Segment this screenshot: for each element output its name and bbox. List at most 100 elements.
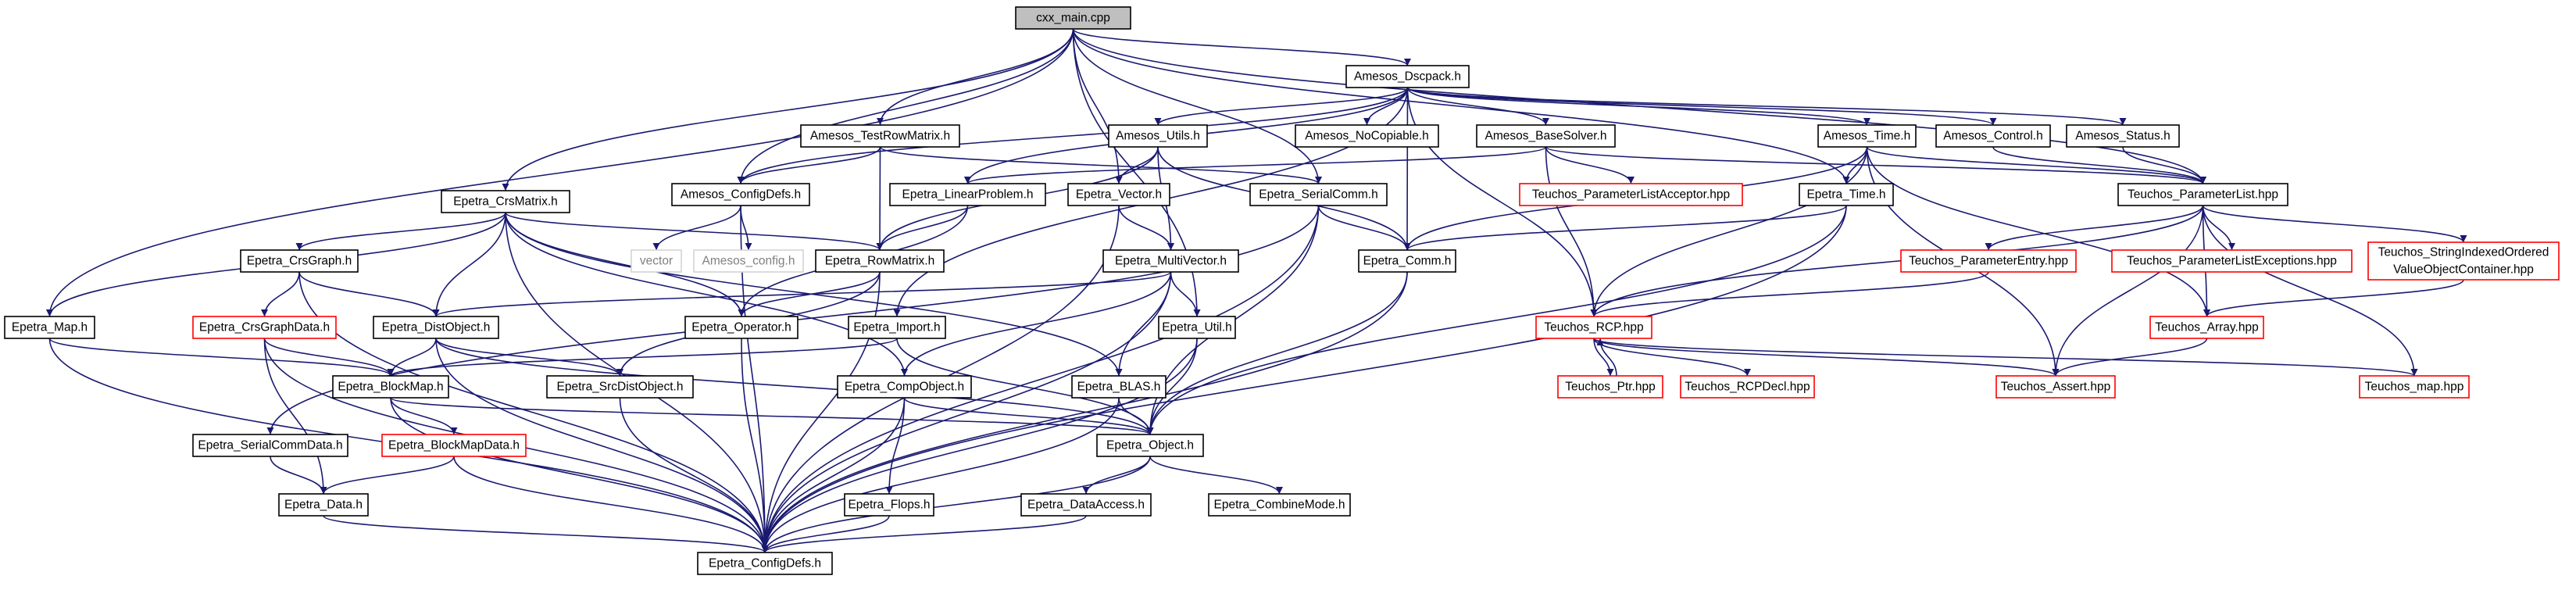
edge-epetra_serialcomm-to-epetra_comm <box>1317 205 1411 251</box>
node-amesos-basesolver[interactable]: Amesos_BaseSolver.h <box>1476 124 1616 148</box>
node-box <box>546 375 694 399</box>
node-label: Teuchos_ParameterListExceptions.hpp <box>2127 255 2337 268</box>
node-teuchos-parameterlistacceptor[interactable]: Teuchos_ParameterListAcceptor.hpp <box>1519 183 1743 206</box>
node-amesos-testrowmatrix[interactable]: Amesos_TestRowMatrix.h <box>800 124 960 148</box>
node-teuchos-rcpdecl[interactable]: Teuchos_RCPDecl.hpp <box>1680 375 1815 399</box>
node-box <box>1249 183 1388 206</box>
edge-epetra_multivector-to-epetra_configdefs <box>761 271 1172 553</box>
node-label: Epetra_Flops.h <box>848 499 930 512</box>
node-epetra-crsgraph[interactable]: Epetra_CrsGraph.h <box>240 249 359 273</box>
node-label: Epetra_LinearProblem.h <box>902 188 1033 202</box>
node-epetra-dataaccess[interactable]: Epetra_DataAccess.h <box>1020 493 1152 517</box>
edge-epetra_blas-to-epetra_object <box>1118 397 1154 435</box>
node-box <box>1995 375 2116 399</box>
node-epetra-combinemode[interactable]: Epetra_CombineMode.h <box>1208 493 1351 517</box>
edge-amesos_dscpack-to-amesos_time <box>1406 87 1870 126</box>
node-epetra-crsgraphdata[interactable]: Epetra_CrsGraphData.h <box>192 316 337 339</box>
node-teuchos-array[interactable]: Teuchos_Array.hpp <box>2149 316 2264 339</box>
edge-amesos_dscpack-to-amesos_basesolver <box>1406 87 1549 126</box>
node-amesos-time[interactable]: Amesos_Time.h <box>1817 124 1917 148</box>
node-teuchos-rcp[interactable]: Teuchos_RCP.hpp <box>1535 316 1652 339</box>
node-teuchos-parameterentry[interactable]: Teuchos_ParameterEntry.hpp <box>1900 249 2077 273</box>
edge-epetra_blockmap-to-epetra_configdefs <box>390 397 769 553</box>
node-label: Teuchos_RCPDecl.hpp <box>1685 381 1810 394</box>
node-epetra-linearproblem[interactable]: Epetra_LinearProblem.h <box>889 183 1046 206</box>
node-label: Amesos_ConfigDefs.h <box>681 188 801 202</box>
edge-epetra_blockmapdata-to-epetra_data <box>320 456 455 495</box>
node-amesos-dscpack[interactable]: Amesos_Dscpack.h <box>1345 65 1470 88</box>
edge-epetra_map-to-epetra_blockmap <box>48 338 395 377</box>
node-epetra-data[interactable]: Epetra_Data.h <box>278 493 369 517</box>
edge-amesos_dscpack-to-amesos_utils <box>1154 87 1409 126</box>
node-box <box>671 183 810 206</box>
node-box <box>2111 249 2353 273</box>
node-teuchos-ptr[interactable]: Teuchos_Ptr.hpp <box>1557 375 1663 399</box>
node-box <box>1071 375 1167 399</box>
node-epetra-serialcommdata[interactable]: Epetra_SerialCommData.h <box>192 434 348 457</box>
node-epetra-operator[interactable]: Epetra_Operator.h <box>684 316 799 339</box>
node-epetra-vector[interactable]: Epetra_Vector.h <box>1067 183 1170 206</box>
edge-amesos_control-to-teuchos_parameterlist <box>1992 146 2206 184</box>
node-epetra-blockmapdata[interactable]: Epetra_BlockMapData.h <box>381 434 527 457</box>
node-box <box>848 316 946 339</box>
node-epetra-blockmap[interactable]: Epetra_BlockMap.h <box>332 375 449 399</box>
node-epetra-configdefs[interactable]: Epetra_ConfigDefs.h <box>697 552 833 575</box>
node-box <box>1096 434 1204 457</box>
node-cxx-main[interactable]: cxx_main.cpp <box>1015 6 1131 30</box>
edge-epetra_linearproblem-to-epetra_rowmatrix <box>876 205 969 251</box>
node-box <box>4 316 95 339</box>
node-teuchos-assert[interactable]: Teuchos_Assert.hpp <box>1995 375 2116 399</box>
node-label: cxx_main.cpp <box>1036 12 1110 25</box>
edge-epetra_object-to-epetra_dataaccess <box>1082 456 1151 495</box>
node-epetra-multivector[interactable]: Epetra_MultiVector.h <box>1102 249 1239 273</box>
node-amesos-configdefs[interactable]: Amesos_ConfigDefs.h <box>671 183 810 206</box>
node-epetra-compobject[interactable]: Epetra_CompObject.h <box>837 375 972 399</box>
node-label: Teuchos_StringIndexedOrdered <box>2378 246 2549 259</box>
node-epetra-crsmatrix[interactable]: Epetra_CrsMatrix.h <box>441 190 570 213</box>
node-label: Epetra_CrsGraphData.h <box>199 321 330 334</box>
node-label: Epetra_BlockMapData.h <box>388 439 520 452</box>
edge-epetra_serialcomm-to-epetra_configdefs <box>761 205 1320 553</box>
node-amesos-nocopiable[interactable]: Amesos_NoCopiable.h <box>1295 124 1439 148</box>
edge-amesos_configdefs-to-amesos_config <box>740 205 752 251</box>
node-epetra-blas[interactable]: Epetra_BLAS.h <box>1071 375 1167 399</box>
node-box <box>1799 183 1894 206</box>
node-epetra-map[interactable]: Epetra_Map.h <box>4 316 95 339</box>
edge-epetra_flops-to-epetra_configdefs <box>761 515 890 553</box>
edge-cxx_main-to-epetra_map <box>46 28 1074 317</box>
edge-epetra_srcdistobject-to-epetra_configdefs <box>619 397 769 553</box>
node-label: Teuchos_Ptr.hpp <box>1565 381 1655 394</box>
node-teuchos-parameterlist[interactable]: Teuchos_ParameterList.hpp <box>2117 183 2288 206</box>
node-label: Epetra_CrsGraph.h <box>247 255 352 268</box>
node-teuchos-map[interactable]: Teuchos_map.hpp <box>2359 375 2470 399</box>
edge-epetra_compobject-to-epetra_flops <box>885 397 906 495</box>
node-epetra-flops[interactable]: Epetra_Flops.h <box>844 493 934 517</box>
node-box <box>1295 124 1439 148</box>
node-epetra-distobject[interactable]: Epetra_DistObject.h <box>373 316 499 339</box>
node-box <box>192 316 337 339</box>
node-amesos-status[interactable]: Amesos_Status.h <box>2066 124 2180 148</box>
node-epetra-srcdistobject[interactable]: Epetra_SrcDistObject.h <box>546 375 694 399</box>
node-epetra-comm[interactable]: Epetra_Comm.h <box>1358 249 1456 273</box>
node-box <box>332 375 449 399</box>
edge-teuchos_parameterlist-to-teuchos_stringindexed <box>2202 205 2467 243</box>
node-epetra-util[interactable]: Epetra_Util.h <box>1158 316 1236 339</box>
node-amesos-control[interactable]: Amesos_Control.h <box>1935 124 2051 148</box>
node-epetra-time[interactable]: Epetra_Time.h <box>1799 183 1894 206</box>
node-amesos-utils[interactable]: Amesos_Utils.h <box>1108 124 1208 148</box>
node-epetra-object[interactable]: Epetra_Object.h <box>1096 434 1204 457</box>
node-epetra-serialcomm[interactable]: Epetra_SerialComm.h <box>1249 183 1388 206</box>
edge-amesos_utils-to-epetra_vector <box>1115 146 1159 184</box>
edge-epetra_object-to-epetra_configdefs <box>761 456 1151 553</box>
edge-amesos_dscpack-to-amesos_configdefs <box>737 87 1409 184</box>
node-box <box>844 493 934 517</box>
node-teuchos-parameterlistexceptions[interactable]: Teuchos_ParameterListExceptions.hpp <box>2111 249 2353 273</box>
node-box <box>693 249 804 273</box>
edge-cxx_main-to-epetra_serialcomm <box>1072 28 1322 184</box>
node-epetra-rowmatrix[interactable]: Epetra_RowMatrix.h <box>815 249 945 273</box>
node-epetra-import[interactable]: Epetra_Import.h <box>848 316 946 339</box>
node-label: Epetra_Object.h <box>1106 439 1194 452</box>
node-teuchos-stringindexed[interactable]: Teuchos_StringIndexedOrderedValueObjectC… <box>2367 241 2560 281</box>
edge-teuchos_parameterlist-to-teuchos_parameterentry <box>1985 205 2204 251</box>
edge-epetra_crsgraph-to-epetra_configdefs <box>298 271 769 553</box>
